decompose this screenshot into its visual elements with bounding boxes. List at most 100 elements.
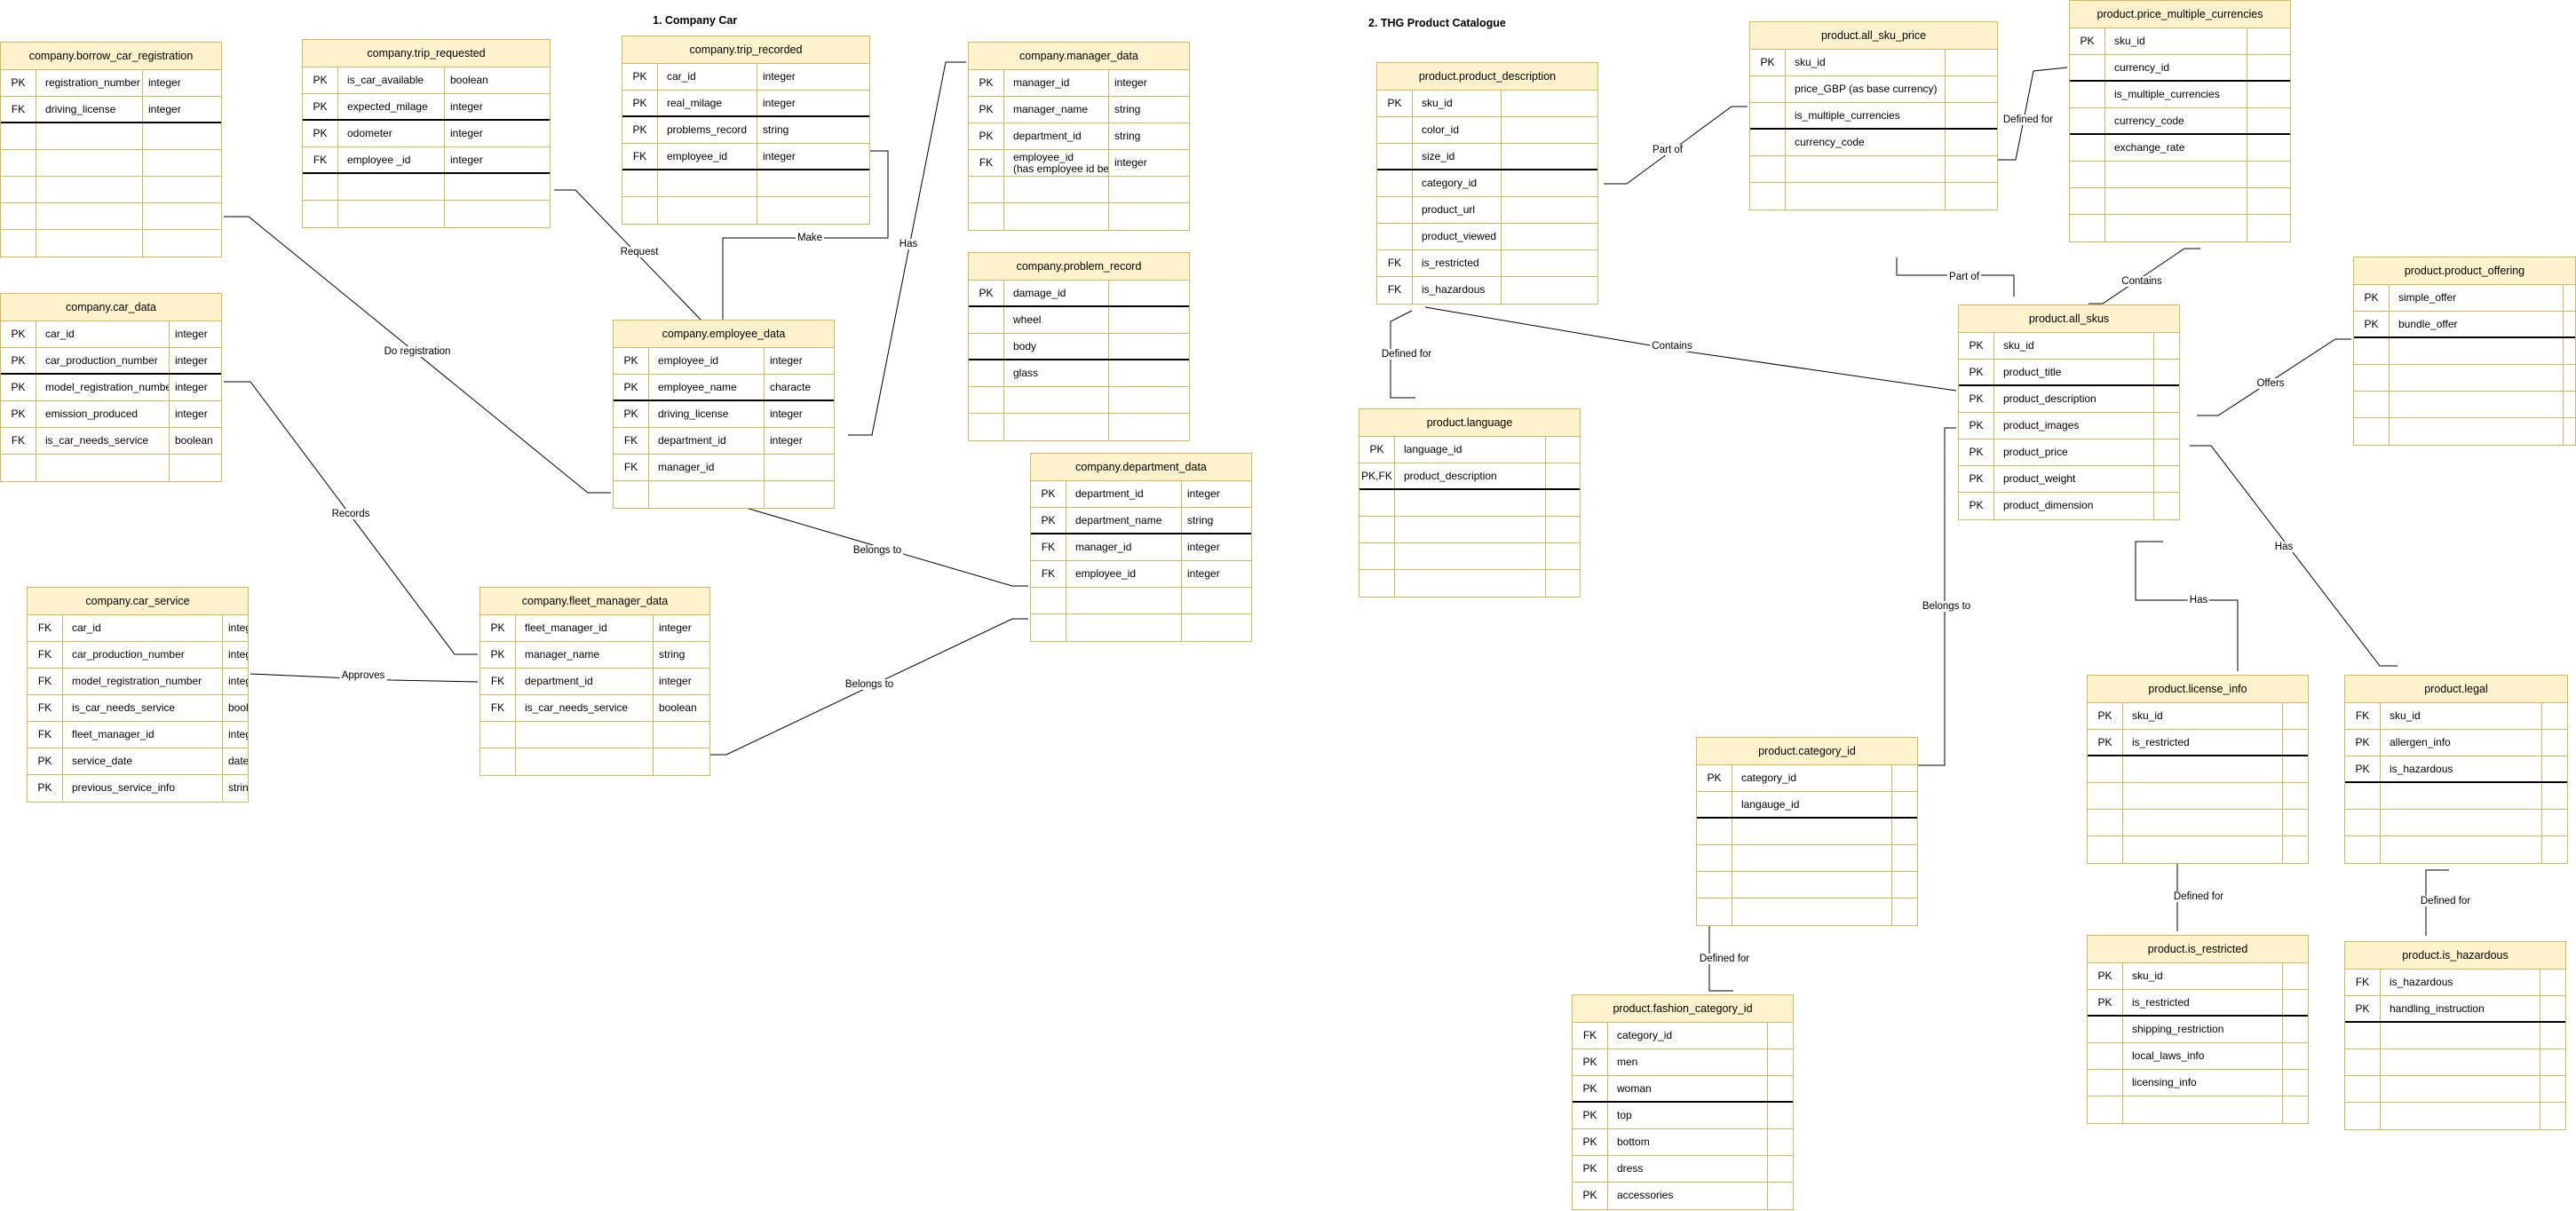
table-row[interactable]: [2345, 1076, 2565, 1103]
table-header[interactable]: company.trip_requested: [303, 40, 550, 67]
table-header[interactable]: product.price_multiple_currencies: [2070, 1, 2290, 28]
table-row[interactable]: price_GBP (as base currency): [1750, 76, 1997, 103]
table-row[interactable]: [2345, 1103, 2565, 1129]
table-row[interactable]: [1750, 156, 1997, 183]
table-row[interactable]: [1697, 872, 1917, 898]
table-row[interactable]: [1697, 898, 1917, 925]
table-row[interactable]: exchange_rate: [2070, 135, 2290, 162]
table-header[interactable]: product.product_offering: [2354, 257, 2575, 285]
table-row[interactable]: [1, 455, 221, 481]
table-row[interactable]: [1697, 819, 1917, 845]
table-header[interactable]: product.all_skus: [1959, 305, 2179, 333]
table-row[interactable]: [2354, 418, 2575, 445]
table-row[interactable]: [2088, 836, 2308, 863]
table-row[interactable]: [1, 203, 221, 230]
table-row[interactable]: [1, 177, 221, 203]
table-row[interactable]: glass: [969, 360, 1189, 387]
table-row[interactable]: [1697, 845, 1917, 872]
table-header[interactable]: product.is_hazardous: [2345, 942, 2565, 970]
table-row[interactable]: local_laws_info: [2088, 1043, 2308, 1070]
table-row[interactable]: [2345, 1049, 2565, 1076]
table-row[interactable]: [303, 201, 550, 227]
table-row[interactable]: [2345, 836, 2567, 863]
table-row[interactable]: langauge_id: [1697, 792, 1917, 819]
table-row[interactable]: color_id: [1377, 117, 1597, 144]
table-row[interactable]: [1359, 543, 1580, 570]
table-header[interactable]: product.category_id: [1697, 738, 1917, 765]
table-row[interactable]: [969, 387, 1189, 414]
table-row[interactable]: [2070, 215, 2290, 241]
table-row[interactable]: [2345, 783, 2567, 810]
table-header[interactable]: product.is_restricted: [2088, 936, 2308, 963]
table-row[interactable]: [1359, 570, 1580, 597]
table-row[interactable]: [614, 481, 834, 508]
table-header[interactable]: company.employee_data: [614, 321, 834, 348]
table-header[interactable]: company.department_data: [1031, 454, 1251, 481]
table-header[interactable]: product.license_info: [2088, 676, 2308, 703]
table-row[interactable]: currency_code: [2070, 108, 2290, 135]
table-header[interactable]: company.fleet_manager_data: [480, 588, 709, 615]
table-header[interactable]: product.fashion_category_id: [1573, 995, 1793, 1023]
table-row[interactable]: [1, 230, 221, 257]
table-row[interactable]: [2088, 1096, 2308, 1123]
table-header[interactable]: company.car_service: [28, 588, 248, 615]
table-row[interactable]: [2345, 1023, 2565, 1049]
table-row[interactable]: licensing_info: [2088, 1070, 2308, 1096]
table-row[interactable]: size_id: [1377, 144, 1597, 170]
table-row[interactable]: [2088, 783, 2308, 810]
table-header[interactable]: company.manager_data: [969, 43, 1189, 70]
